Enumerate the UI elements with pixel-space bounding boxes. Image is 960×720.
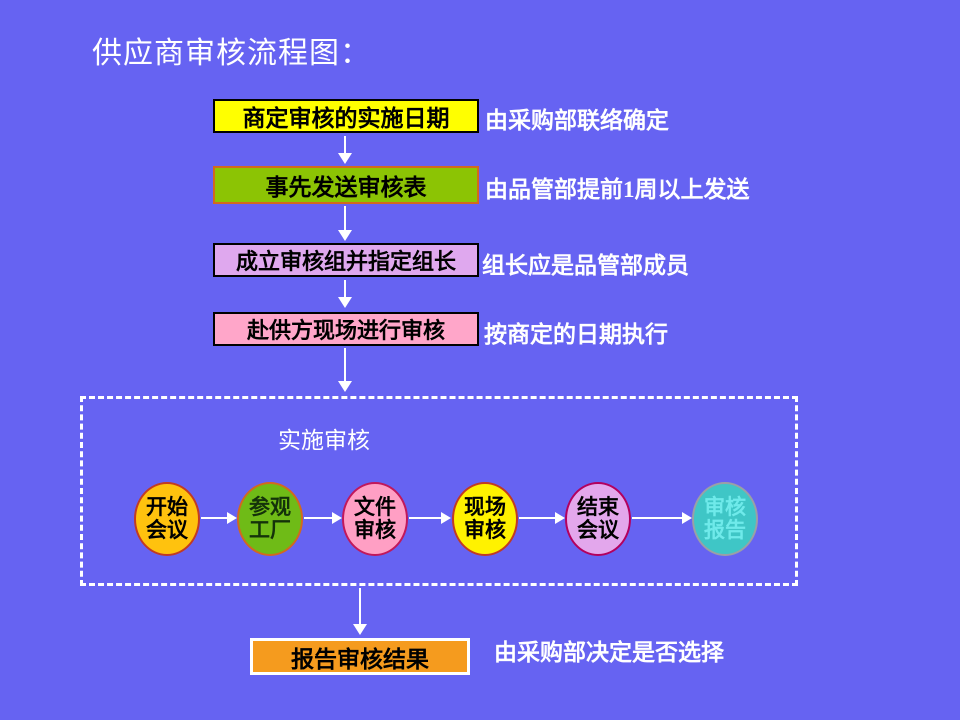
arrow-head-right-icon xyxy=(227,512,237,524)
audit-node-line1: 现场 xyxy=(464,495,506,520)
audit-group-container xyxy=(80,396,798,586)
audit-node-line2: 审核 xyxy=(464,518,506,542)
audit-node-line2: 会议 xyxy=(146,518,188,542)
process-box-4[interactable]: 赴供方现场进行审核 xyxy=(213,312,479,346)
process-caption-2: 由品管部提前1周以上发送 xyxy=(485,177,750,202)
audit-node-factory-tour[interactable]: 参观 工厂 xyxy=(237,482,303,556)
arrow-head-down-icon xyxy=(338,230,352,241)
node-arrow-line xyxy=(409,517,443,519)
node-arrow-line xyxy=(201,517,229,519)
result-box-label: 报告审核结果 xyxy=(291,646,429,672)
connector-line xyxy=(344,280,346,300)
node-arrow-line xyxy=(304,517,334,519)
arrow-head-right-icon xyxy=(555,512,565,524)
result-box[interactable]: 报告审核结果 xyxy=(250,638,470,675)
arrow-head-right-icon xyxy=(332,512,342,524)
audit-node-line2: 工厂 xyxy=(249,518,291,542)
process-caption-3: 组长应是品管部成员 xyxy=(482,253,689,278)
process-box-2[interactable]: 事先发送审核表 xyxy=(213,166,479,204)
result-caption: 由采购部决定是否选择 xyxy=(494,640,724,665)
process-caption-4: 按商定的日期执行 xyxy=(484,322,668,347)
audit-node-line2: 审核 xyxy=(354,518,396,542)
audit-node-line2: 会议 xyxy=(577,518,619,542)
node-arrow-line xyxy=(632,517,684,519)
audit-node-onsite-review[interactable]: 现场 审核 xyxy=(452,482,518,556)
process-caption-1: 由采购部联络确定 xyxy=(485,108,669,133)
audit-node-line1: 结束 xyxy=(577,495,619,520)
audit-node-line1: 开始 xyxy=(146,495,188,520)
audit-node-line1: 审核 xyxy=(704,495,746,520)
arrow-head-down-icon xyxy=(338,381,352,392)
arrow-head-down-icon xyxy=(338,297,352,308)
arrow-head-down-icon xyxy=(353,624,367,635)
audit-node-line1: 参观 xyxy=(249,495,291,520)
process-box-3[interactable]: 成立审核组并指定组长 xyxy=(213,243,479,277)
audit-group-title: 实施审核 xyxy=(278,428,370,453)
audit-node-line1: 文件 xyxy=(354,495,396,520)
process-box-3-label: 成立审核组并指定组长 xyxy=(235,249,456,274)
node-arrow-line xyxy=(519,517,557,519)
arrow-head-right-icon xyxy=(441,512,451,524)
connector-line xyxy=(359,588,361,626)
arrow-head-right-icon xyxy=(682,512,692,524)
audit-node-start-meeting[interactable]: 开始 会议 xyxy=(134,482,200,556)
audit-node-closing-meeting[interactable]: 结束 会议 xyxy=(565,482,631,556)
page-title: 供应商审核流程图： xyxy=(92,37,371,70)
process-box-1-label: 商定审核的实施日期 xyxy=(242,106,450,131)
connector-line xyxy=(344,206,346,232)
audit-node-audit-report[interactable]: 审核 报告 xyxy=(692,482,758,556)
connector-line xyxy=(344,136,346,156)
process-box-4-label: 赴供方现场进行审核 xyxy=(246,318,445,343)
audit-node-document-review[interactable]: 文件 审核 xyxy=(342,482,408,556)
process-box-2-label: 事先发送审核表 xyxy=(265,175,427,200)
connector-line xyxy=(344,348,346,384)
process-box-1[interactable]: 商定审核的实施日期 xyxy=(213,99,479,133)
arrow-head-down-icon xyxy=(338,153,352,164)
audit-node-line2: 报告 xyxy=(704,518,746,542)
